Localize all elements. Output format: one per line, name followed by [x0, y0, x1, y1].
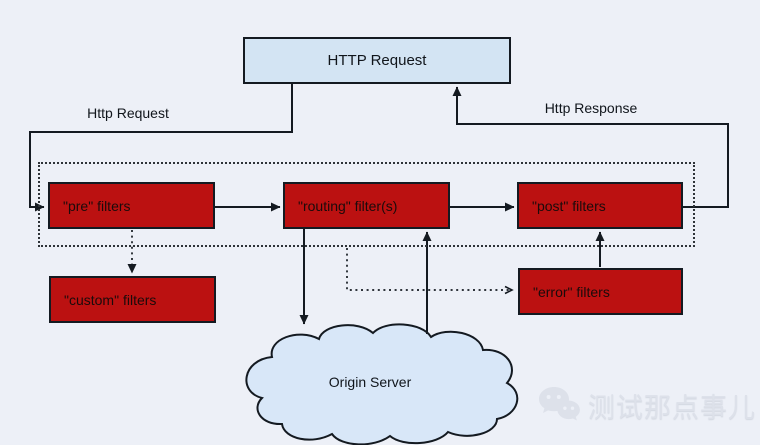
routing-filters-label: "routing" filter(s): [298, 197, 398, 214]
pre-filters-label: "pre" filters: [63, 197, 131, 214]
routing-filters-box: "routing" filter(s): [283, 182, 450, 229]
post-filters-label: "post" filters: [532, 197, 606, 214]
post-filters-box: "post" filters: [517, 182, 683, 229]
custom-filters-label: "custom" filters: [64, 291, 157, 308]
request-to-pre-arrow: [29, 84, 293, 212]
origin-server-cloud: [245, 323, 519, 445]
error-filters-box: "error" filters: [518, 268, 683, 315]
filter-chain-container: [38, 162, 695, 247]
watermark-text: 测试那点事儿: [588, 392, 756, 423]
watermark: 测试那点事儿: [536, 384, 756, 426]
custom-filters-box: "custom" filters: [49, 276, 216, 323]
error-filters-label: "error" filters: [533, 283, 610, 300]
pre-filters-box: "pre" filters: [48, 182, 215, 229]
http-request-box: HTTP Request: [243, 37, 511, 84]
http-response-edge-label: Http Response: [544, 100, 638, 116]
post-to-response-arrow: [452, 86, 729, 208]
origin-server-label: Origin Server: [328, 374, 412, 390]
filters-to-error-dotted-arrow: [346, 248, 514, 295]
http-request-box-label: HTTP Request: [327, 52, 427, 69]
wechat-logo-icon: [539, 387, 580, 421]
http-request-edge-label: Http Request: [87, 105, 169, 121]
